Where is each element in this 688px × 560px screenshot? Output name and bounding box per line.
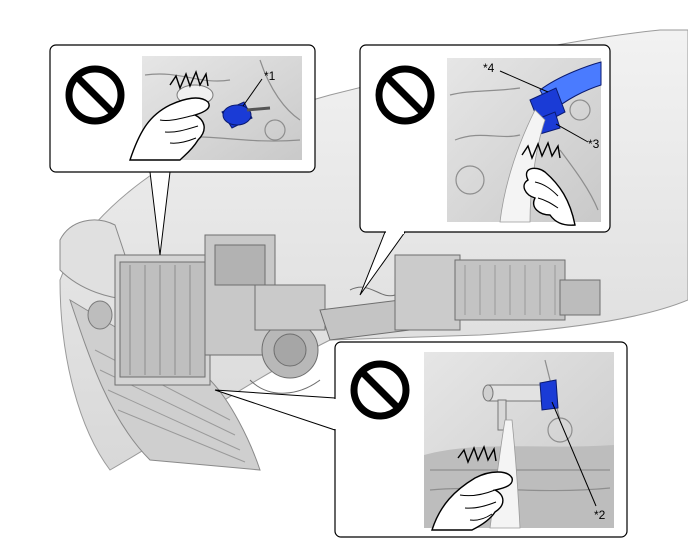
callout-label-4: *4 (483, 61, 495, 75)
leader-line-3 (555, 123, 589, 143)
engine-compartment (114, 234, 601, 394)
prohibition-icon (375, 65, 435, 125)
connector-2 (482, 379, 559, 431)
inset-photo-2 (447, 58, 602, 223)
inset-panel-2: *4 *3 (359, 44, 611, 296)
hand-icon (523, 167, 576, 226)
prohibition-icon (350, 360, 410, 420)
leader-line-1 (242, 78, 263, 107)
connector-1 (221, 101, 271, 129)
inset-panel-3: *2 (214, 341, 628, 538)
leader-line-2 (551, 401, 597, 507)
callout-label-2: *2 (594, 508, 606, 522)
impact-lines-icon (457, 445, 497, 464)
hand-icon (431, 471, 513, 531)
callout-label-1: *1 (264, 69, 276, 83)
leader-line-4 (499, 70, 549, 93)
prohibition-icon (65, 65, 125, 125)
impact-lines-icon (521, 141, 561, 160)
hand-icon (129, 97, 210, 161)
callout-label-3: *3 (588, 137, 600, 151)
inset-panel-1: *1 (49, 44, 316, 256)
impact-lines-icon (169, 69, 209, 90)
